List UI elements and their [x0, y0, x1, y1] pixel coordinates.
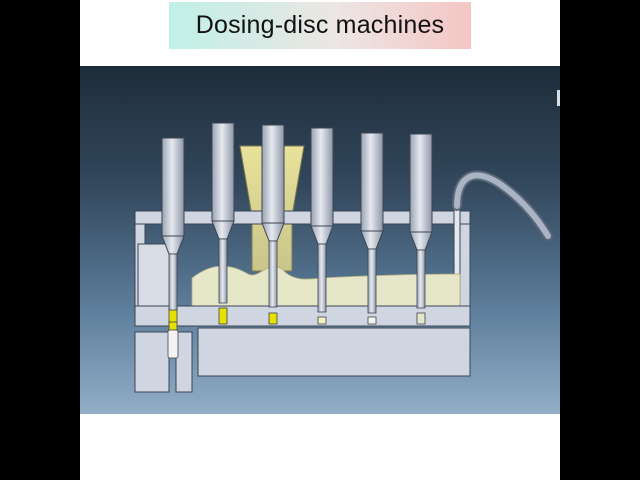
- disc-bore: [367, 316, 377, 325]
- disc-bore: [317, 316, 327, 325]
- video-frame: Dosing-disc machines: [80, 0, 560, 480]
- tamping-pin: [409, 133, 433, 309]
- disc-bore: [268, 312, 278, 325]
- tamping-pin: [211, 122, 235, 304]
- diagram-stage: [80, 66, 560, 414]
- edge-marker: [557, 90, 560, 106]
- title-banner: Dosing-disc machines: [169, 2, 471, 49]
- dosing-chamber: [137, 243, 171, 307]
- tamping-pin: [360, 132, 384, 314]
- disc-bore: [416, 312, 426, 325]
- feed-hose-inner: [454, 172, 551, 239]
- transfer-block-left: [134, 331, 170, 393]
- capsule: [167, 329, 179, 359]
- dosing-disc-diagram: [134, 90, 560, 393]
- transfer-block-right: [175, 331, 193, 393]
- tamping-pin: [261, 124, 285, 308]
- feed-tube: [453, 201, 461, 279]
- tamping-pin: [310, 127, 334, 313]
- disc-bore: [218, 307, 228, 325]
- tamping-pin: [161, 137, 185, 311]
- page-title: Dosing-disc machines: [195, 11, 445, 39]
- machine-base: [197, 327, 471, 377]
- ejected-slug: [168, 321, 178, 331]
